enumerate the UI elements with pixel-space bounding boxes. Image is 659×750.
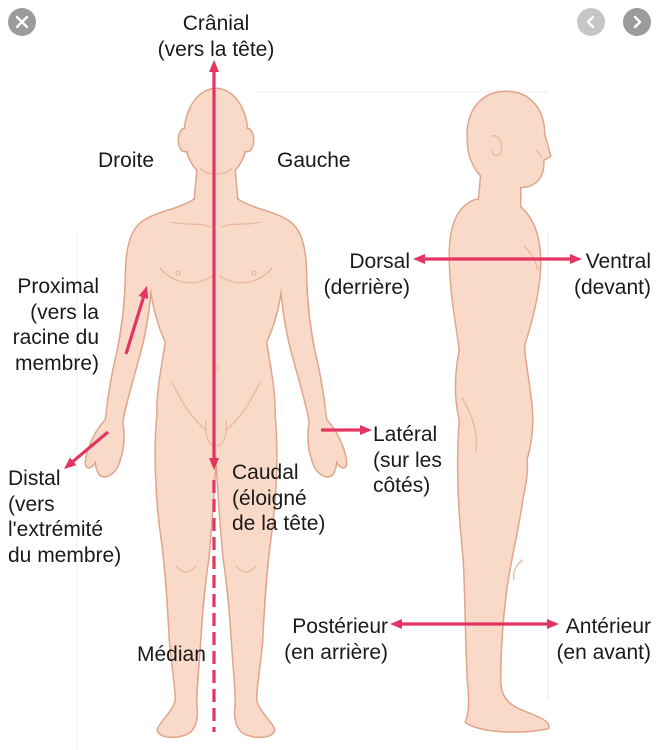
label-cranial-title: Crânial <box>183 12 250 35</box>
label-caudal-line: Caudal <box>232 461 299 484</box>
label-cranial-desc: (vers la tête) <box>158 38 275 61</box>
label-lateral-line: Latéral <box>373 423 437 446</box>
previous-image-button[interactable] <box>577 8 605 36</box>
close-button[interactable] <box>8 8 36 36</box>
chevron-left-icon <box>586 15 595 29</box>
close-icon <box>15 15 29 29</box>
label-caudal-line: (éloigné <box>232 487 307 510</box>
label-dorsal: Dorsal (derrière) <box>324 250 410 299</box>
label-caudal-line: de la tête) <box>232 512 325 535</box>
label-anterior: Antérieur (en avant) <box>556 615 651 664</box>
label-lateral: Latéral (sur les côtés) <box>373 423 442 497</box>
label-posterior-desc: (en arrière) <box>284 641 388 664</box>
label-proximal-line: Proximal <box>17 275 99 298</box>
label-caudal: Caudal (éloigné de la tête) <box>232 461 325 535</box>
label-ventral: Ventral (devant) <box>574 250 651 299</box>
label-dorsal-desc: (derrière) <box>324 276 410 299</box>
side-view-figure <box>448 90 552 733</box>
label-posterior-title: Postérieur <box>292 615 388 638</box>
front-view-figure <box>84 87 348 739</box>
label-lateral-line: côtés) <box>373 474 430 497</box>
label-median: Médian <box>137 643 206 666</box>
label-distal-line: Distal <box>8 467 61 490</box>
label-proximal-line: racine du <box>13 326 99 349</box>
label-ventral-title: Ventral <box>586 250 651 273</box>
label-dorsal-title: Dorsal <box>349 250 410 273</box>
distal-arrow <box>64 430 110 469</box>
label-distal-line: du membre) <box>8 544 121 567</box>
label-distal-line: (vers <box>8 493 55 516</box>
label-posterior: Postérieur (en arrière) <box>284 615 388 664</box>
label-proximal-line: membre) <box>15 352 99 375</box>
label-anterior-desc: (en avant) <box>556 641 651 664</box>
next-image-button[interactable] <box>623 8 651 36</box>
label-distal: Distal (vers l'extrémité du membre) <box>8 467 121 567</box>
label-left: Gauche <box>277 149 351 172</box>
label-ventral-desc: (devant) <box>574 276 651 299</box>
proximal-arrow <box>124 285 149 355</box>
label-lateral-line: (sur les <box>373 449 442 472</box>
label-right: Droite <box>98 149 154 172</box>
label-proximal: Proximal (vers la racine du membre) <box>13 275 100 375</box>
label-cranial: Crânial (vers la tête) <box>158 12 275 61</box>
label-anterior-title: Antérieur <box>566 615 651 638</box>
chevron-right-icon <box>633 15 642 29</box>
label-proximal-line: (vers la <box>30 301 99 324</box>
label-distal-line: l'extrémité <box>8 518 103 541</box>
